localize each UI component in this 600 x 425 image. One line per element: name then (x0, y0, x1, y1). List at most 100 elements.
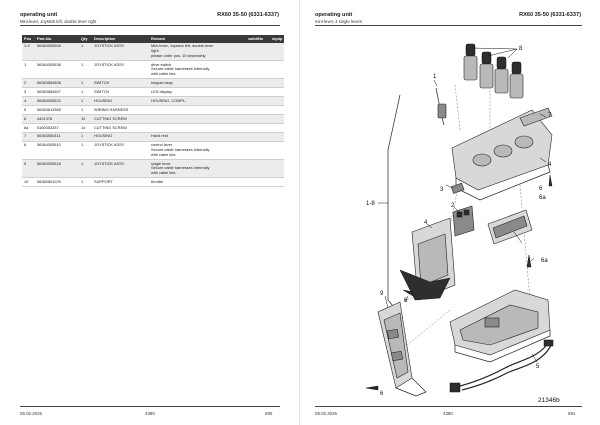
callout-2: 2 (451, 203, 455, 209)
mini-joystick (435, 87, 447, 126)
cell-description: JOYSTICK ASSY. (92, 159, 149, 179)
header-rule (315, 25, 582, 26)
remark-line: control lever (151, 142, 173, 148)
cell-pos: 1 (22, 60, 35, 80)
callout-9: 9 (380, 291, 384, 297)
cell-remark: keypad assy. (149, 78, 246, 89)
connector (450, 182, 465, 194)
cell-pos: 10 (22, 177, 35, 188)
cell-qty: 1 (79, 42, 92, 62)
cell-description: JOYSTICK ASSY. (92, 42, 149, 62)
cell-equip (270, 132, 284, 142)
page-subtitle: Mini-lever, Joystick left, double lever … (20, 18, 97, 24)
cell-valid (246, 60, 270, 80)
cell-valid (246, 78, 270, 89)
remark-line: throttle (151, 178, 163, 184)
remark-line: HOUSING, COMPL. (151, 97, 187, 103)
callout-6a: 6a (541, 258, 548, 264)
remark-line: right (151, 48, 159, 54)
cell-part-number: 56365501029 (35, 177, 79, 188)
cell-qty: 1 (79, 132, 92, 142)
cell-part-number: 56364305510 (35, 141, 79, 161)
page-title: operating unit (20, 12, 58, 18)
cell-description: CUTTING SCREW (92, 123, 149, 133)
wiring-harness (449, 339, 554, 393)
remark-line: keypad assy. (151, 80, 174, 86)
page-number: 690 (265, 411, 273, 416)
cell-remark: Hand rest (149, 132, 246, 142)
callout-7: 7 (548, 113, 552, 119)
cell-description: SWITCH (92, 78, 149, 89)
led-display (487, 209, 533, 245)
footer-date: 05.02.2025 (315, 411, 337, 416)
page-subtitle: mini-lever, 4 single levers (315, 18, 363, 24)
cell-qty: 1 (79, 87, 92, 98)
cell-equip (270, 60, 284, 80)
callout-4: 4 (548, 162, 552, 168)
footer-rule (20, 406, 280, 407)
remark-line: Secure cable harnesses internally (151, 147, 210, 153)
cell-pos: 7 (22, 132, 35, 142)
footer-code: 4390 (145, 411, 155, 416)
cell-part-number: 56363613365 (35, 105, 79, 116)
cell-pos: 5 (22, 105, 35, 116)
cell-qty: 19 (79, 114, 92, 124)
cell-pos: 9 (22, 159, 35, 179)
screw (402, 289, 414, 297)
cell-equip (270, 159, 284, 179)
page-number: 691 (568, 411, 576, 416)
model-number: RX60 35-50 (6331-6337) (519, 12, 581, 18)
cell-part-number: 56364305538 (35, 60, 79, 80)
cell-equip (270, 96, 284, 107)
remark-line: LED display (151, 88, 172, 94)
cell-part-number: 4401376 (35, 114, 79, 124)
cell-description: SWITCH (92, 87, 149, 98)
column-header: Part-No. (35, 35, 79, 43)
cell-valid (246, 114, 270, 124)
cell-remark: LED display (149, 87, 246, 98)
parts-table-header: Pos Part-No. Qty Description Remark vali… (22, 35, 284, 43)
cell-qty: 1 (79, 105, 92, 116)
cell-qty: 1 (79, 177, 92, 188)
cell-qty: 1 (79, 159, 92, 179)
cell-pos: 6a (22, 123, 35, 133)
remark-line: single lever (151, 160, 171, 166)
cell-equip (270, 114, 284, 124)
cell-valid (246, 96, 270, 107)
cell-valid (246, 123, 270, 133)
cell-description: HOUSING (92, 96, 149, 107)
exploded-parts-diagram: 1 8 7 4 6 6a 3 1-8 2 4 6a 6 9 5 6 21346b (365, 43, 560, 404)
column-header: Description (92, 35, 149, 43)
column-header: Pos (22, 35, 35, 43)
cell-description: HOUSING (92, 132, 149, 142)
column-header: Qty (79, 35, 92, 43)
remark-line: Secure cable harnesses internally (151, 66, 210, 72)
footer-rule (315, 406, 582, 407)
screw (548, 174, 553, 187)
cell-equip (270, 177, 284, 188)
drawing-number: 21346b (538, 397, 560, 404)
cell-pos: 8 (22, 141, 35, 161)
cell-qty: 1 (79, 96, 92, 107)
cell-qty: 14 (79, 123, 92, 133)
assembly-bracket (387, 94, 404, 319)
cell-remark (149, 123, 246, 133)
cell-valid (246, 177, 270, 188)
cell-description: SUPPORT (92, 177, 149, 188)
cell-part-number: 5160353337 (35, 123, 79, 133)
control-levers (463, 43, 524, 99)
cell-equip (270, 87, 284, 98)
cell-pos: 1-9 (22, 42, 35, 62)
cell-part-number: 56364305522 (35, 96, 79, 107)
remark-line: with cable ties (151, 151, 176, 157)
cell-valid (246, 87, 270, 98)
callout-5: 5 (536, 364, 540, 370)
